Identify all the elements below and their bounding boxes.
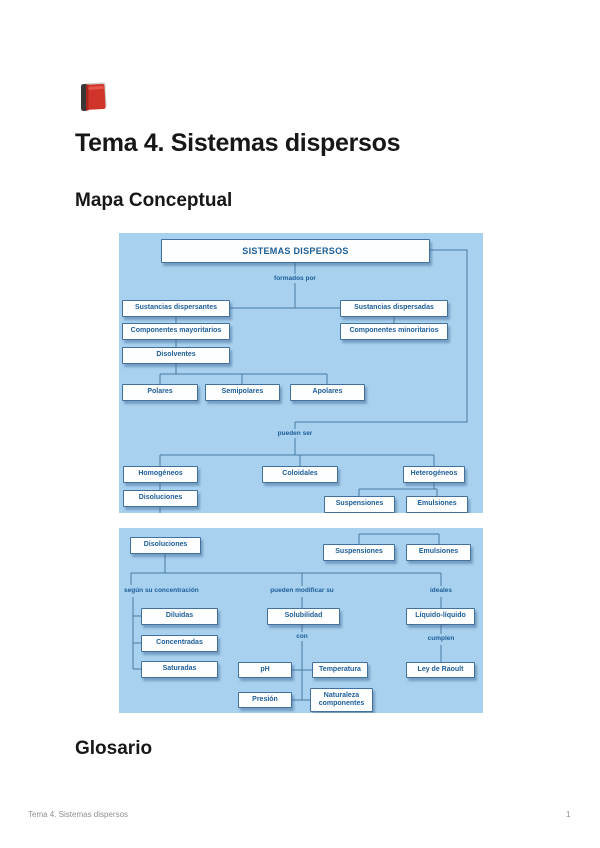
map-label-con: con <box>293 632 311 641</box>
map-node-suspensiones: Suspensiones <box>324 496 395 513</box>
heading-mapa-conceptual: Mapa Conceptual <box>75 190 233 211</box>
map-node-disolventes: Disolventes <box>122 347 230 364</box>
map-label-cumplen: cumplen <box>424 634 458 643</box>
map-node-solubilidad: Solubilidad <box>267 608 340 625</box>
map-node-liquido-liquido: Líquido-líquido <box>406 608 475 625</box>
map-node-naturaleza-componentes: Naturaleza componentes <box>310 688 373 712</box>
map-node-sustancias-dispersantes: Sustancias dispersantes <box>122 300 230 317</box>
footer-page-number: 1 <box>566 810 571 819</box>
map-node-presion: Presión <box>238 692 292 708</box>
map-node-apolares: Apolares <box>290 384 365 401</box>
map-node-diluidas: Diluidas <box>141 608 218 625</box>
map-node-componentes-minoritarios: Componentes minoritarios <box>340 323 448 340</box>
map-node-emulsiones: Emulsiones <box>406 496 468 513</box>
map-node-ph: pH <box>238 662 292 678</box>
map-label-formados-por: formados por <box>271 274 319 283</box>
map-node-semipolares: Semipolares <box>205 384 280 401</box>
map-label-pueden-ser: pueden ser <box>274 429 316 438</box>
map-label-segun-su-concentracion: según su concentración <box>121 586 202 595</box>
map-node-disoluciones: Disoluciones <box>123 490 198 507</box>
map-node-coloidales: Coloidales <box>262 466 338 483</box>
map-node-sistemas-dispersos: SISTEMAS DISPERSOS <box>161 239 430 263</box>
map1-connector-lines <box>159 249 468 513</box>
map-node-polares: Polares <box>122 384 198 401</box>
map-label-pueden-modificar-su: pueden modificar su <box>267 586 337 595</box>
footer-document-title: Tema 4. Sistemas dispersos <box>28 810 129 819</box>
red-book-icon <box>76 80 110 114</box>
page-title: Tema 4. Sistemas dispersos <box>75 129 401 157</box>
map-node-heterogeneos: Heterogéneos <box>403 466 465 483</box>
map-node-saturadas: Saturadas <box>141 661 218 678</box>
map-node-componentes-mayoritarios: Componentes mayoritarios <box>122 323 230 340</box>
map-node-disoluciones-2: Disoluciones <box>130 537 201 554</box>
map-node-concentradas: Concentradas <box>141 635 218 652</box>
map-node-suspensiones-2: Suspensiones <box>323 544 395 561</box>
map-node-emulsiones-2: Emulsiones <box>406 544 471 561</box>
map-node-temperatura: Temperatura <box>312 662 368 678</box>
map-node-sustancias-dispersadas: Sustancias dispersadas <box>340 300 448 317</box>
concept-map-image-2: según su concentración pueden modificar … <box>119 528 483 713</box>
map-node-homogeneos: Homogéneos <box>123 466 198 483</box>
map-label-ideales: ideales <box>426 586 456 595</box>
concept-map-image-1: formados por pueden ser SISTEMAS DISPERS… <box>119 233 483 513</box>
map-node-ley-de-raoult: Ley de Raoult <box>406 662 475 678</box>
heading-glosario: Glosario <box>75 738 153 759</box>
